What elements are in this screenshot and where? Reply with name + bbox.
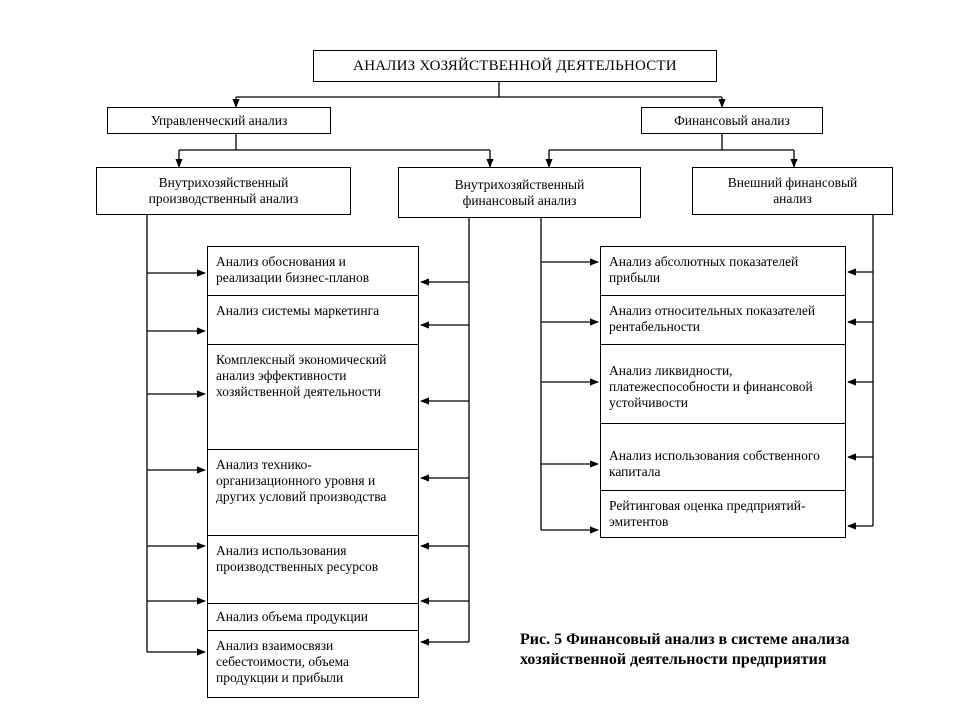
right-item-label: Анализ ликвидности, платежеспособности и… xyxy=(609,363,813,410)
left-item-box: Анализ технико-организационного уровня и… xyxy=(207,449,419,536)
left-item-box: Анализ использования производственных ре… xyxy=(207,535,419,604)
figure-caption: Рис. 5 Финансовый анализ в системе анали… xyxy=(520,631,850,668)
left-item-label: Анализ обоснования и реализации бизнес-п… xyxy=(216,254,370,285)
root-box: АНАЛИЗ ХОЗЯЙСТВЕННОЙ ДЕЯТЕЛЬНОСТИ xyxy=(313,50,717,82)
financial-analysis-box: Финансовый анализ xyxy=(641,107,823,134)
left-item-box: Анализ взаимосвязи себестоимости, объема… xyxy=(207,630,419,698)
root-label: АНАЛИЗ ХОЗЯЙСТВЕННОЙ ДЕЯТЕЛЬНОСТИ xyxy=(353,58,677,74)
internal-financial-analysis-label: Внутрихозяйственный финансовый анализ xyxy=(454,176,585,208)
left-item-label: Анализ технико-организационного уровня и… xyxy=(216,457,387,504)
internal-financial-analysis-box: Внутрихозяйственный финансовый анализ xyxy=(398,167,641,218)
left-item-label: Комплексный экономический анализ эффекти… xyxy=(216,352,387,399)
left-item-label: Анализ объема продукции xyxy=(216,609,369,624)
right-item-box: Рейтинговая оценка предприятий-эмитентов xyxy=(600,490,846,538)
right-item-box: Анализ использования собственного капита… xyxy=(600,423,846,491)
right-item-label: Рейтинговая оценка предприятий-эмитентов xyxy=(609,498,806,529)
external-financial-analysis-label: Внешний финансовый анализ xyxy=(727,175,858,206)
right-item-box: Анализ относительных показателей рентабе… xyxy=(600,295,846,345)
right-item-box: Анализ ликвидности, платежеспособности и… xyxy=(600,344,846,424)
right-item-label: Анализ использования собственного капита… xyxy=(609,448,820,479)
right-item-box: Анализ абсолютных показателей прибыли xyxy=(600,246,846,296)
external-financial-analysis-box: Внешний финансовый анализ xyxy=(692,167,893,215)
right-item-label: Анализ абсолютных показателей прибыли xyxy=(609,254,799,285)
internal-production-analysis-box: Внутрихозяйственный производственный ана… xyxy=(96,167,351,215)
left-item-label: Анализ использования производственных ре… xyxy=(216,543,379,574)
internal-production-analysis-label: Внутрихозяйственный производственный ана… xyxy=(148,175,299,206)
management-analysis-box: Управленческий анализ xyxy=(107,107,331,134)
right-item-label: Анализ относительных показателей рентабе… xyxy=(609,303,816,334)
left-item-box: Анализ системы маркетинга xyxy=(207,295,419,345)
left-item-box: Комплексный экономический анализ эффекти… xyxy=(207,344,419,450)
left-item-box: Анализ объема продукции xyxy=(207,603,419,631)
left-item-label: Анализ взаимосвязи себестоимости, объема… xyxy=(216,638,350,685)
financial-analysis-label: Финансовый анализ xyxy=(674,112,790,128)
left-item-box: Анализ обоснования и реализации бизнес-п… xyxy=(207,246,419,296)
management-analysis-label: Управленческий анализ xyxy=(150,112,288,128)
left-item-label: Анализ системы маркетинга xyxy=(216,303,380,318)
